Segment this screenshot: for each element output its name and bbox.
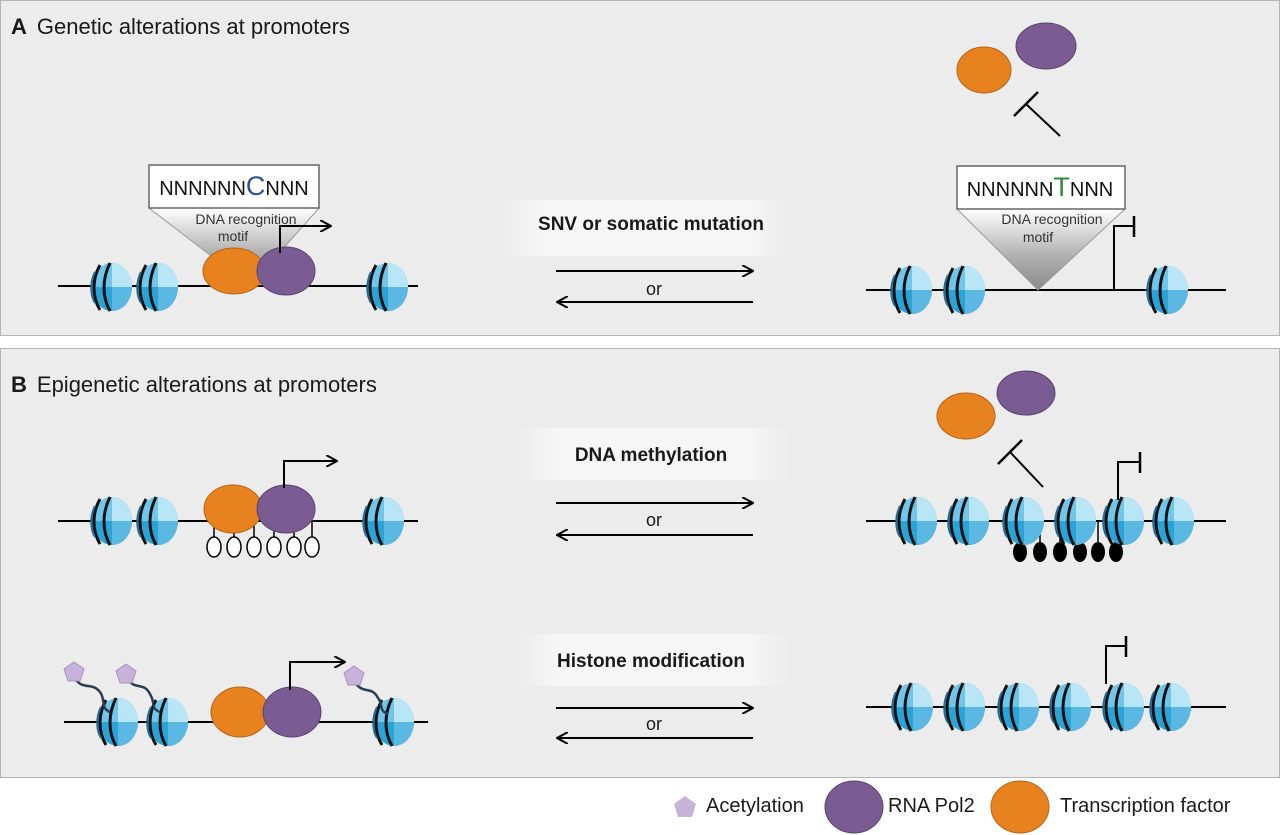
panel-a-title: A Genetic alterations at promoters [11,14,350,40]
or-label: or [646,510,662,530]
nucleosome [1101,495,1146,547]
histone-label-bg [515,634,790,686]
nucleosome [365,261,410,313]
unmethylated-cpg [286,536,302,558]
transcription-factor [956,46,1012,94]
nucleosome [361,495,406,547]
unmethylated-cpg [246,536,262,558]
transcription-factor [936,392,996,440]
transcription-factor [210,686,270,738]
motif-sequence-t: NNNNNNTNNN [967,172,1114,202]
acetylation-tail [115,663,161,714]
panel-a-letter: A [11,14,27,39]
methylated-cpg [1091,542,1105,562]
snv-label: SNV or somatic mutation [538,214,764,235]
motif-caption-line1: DNA recognition [1001,211,1102,227]
nucleosome [1053,495,1098,547]
nucleosome [135,495,180,547]
inhibition-line [1025,103,1061,137]
rna-pol2 [256,246,316,296]
legend-acetylation: Acetylation [672,778,804,835]
unmethylated-cpg [226,536,242,558]
methylated-cpg [1073,542,1087,562]
histone-modification-label: Histone modification [557,651,745,672]
nucleosome [1151,495,1196,547]
nucleosome [1001,495,1046,547]
nucleosome [942,264,987,316]
nucleosome [1048,681,1093,733]
acetylation-mark [63,661,85,682]
legend-acetylation-label: Acetylation [706,795,804,817]
legend-rna-pol2: RNA Pol2 [824,778,975,835]
nucleosome [942,681,987,733]
methylated-cpg [1033,542,1047,562]
nucleosome [371,696,416,748]
acetylation-mark [115,663,137,684]
transcription-factor [202,247,266,295]
nucleosome [89,261,134,313]
legend-transcription-factor: Transcription factor [990,778,1230,835]
panel-b-letter: B [11,372,27,397]
acetylation-mark [343,665,365,686]
nucleosome [996,681,1041,733]
unmethylated-cpg [266,536,282,558]
panel-a-title-text: Genetic alterations at promoters [36,14,350,39]
transcription-factor [203,484,263,534]
motif-sequence-c: NNNNNNCNNN [159,171,309,201]
rna-pol2 [256,484,316,534]
methylated-cpg [1053,542,1067,562]
repressed-promoter [1117,461,1140,500]
acetylation-icon [674,795,696,817]
repressed-promoter [1105,645,1126,684]
motif-caption-line2: motif [218,228,248,244]
repressed-promoter [1113,225,1134,290]
acetylation-tail [343,665,389,716]
rna-pol2 [996,370,1056,416]
nucleosome [894,495,939,547]
unmethylated-cpg [304,536,320,558]
nucleosome [946,495,991,547]
methylated-cpg [1109,542,1123,562]
rna-pol2 [1015,22,1077,70]
snv-label-bg [495,200,795,256]
nucleosome [1145,264,1190,316]
inhibition-line [1009,451,1044,488]
methylated-cpg [1013,542,1027,562]
dna-methylation-label: DNA methylation [575,445,727,466]
rna-pol2 [262,686,322,738]
rna-pol2-icon [824,780,884,833]
transcription-factor-icon [990,780,1050,833]
panel-b-title: B Epigenetic alterations at promoters [11,372,377,398]
legend-rna-pol2-label: RNA Pol2 [888,795,975,817]
motif-caption-line1: DNA recognition [195,211,296,227]
nucleosome [1101,681,1146,733]
active-promoter-arrow [279,226,330,253]
or-label: or [646,279,662,299]
unmethylated-cpg-group [206,521,320,558]
methylation-label-bg [515,428,790,480]
unmethylated-cpg [206,536,222,558]
active-promoter-arrow [289,662,344,690]
nucleosome [889,264,934,316]
nucleosome [135,261,180,313]
acetylation-tail [63,661,111,714]
inhibition-bar [997,439,1023,465]
motif-box [956,165,1126,210]
nucleosome [89,495,134,547]
legend-transcription-factor-label: Transcription factor [1060,795,1231,817]
legend: Acetylation RNA Pol2 Transcription facto… [0,778,1280,835]
motif-box [148,164,320,209]
motif-caption-line2: motif [1023,229,1053,245]
active-promoter-arrow [283,461,336,488]
or-label: or [646,714,662,734]
panel-b-title-text: Epigenetic alterations at promoters [36,372,377,397]
inhibition-bar [1013,91,1039,117]
nucleosome [890,681,935,733]
nucleosome [1148,681,1193,733]
